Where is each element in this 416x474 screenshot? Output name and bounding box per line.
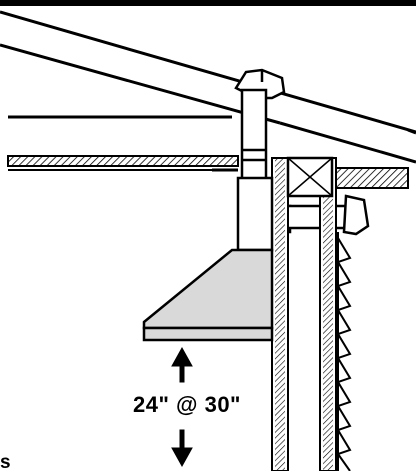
roof-rafter [0,10,416,164]
top-border [0,0,416,6]
clearance-arrow-up [171,346,193,383]
ceiling-joist [7,155,409,189]
wall-cap [342,194,370,236]
clearance-label: 24" @ 30" [133,392,241,417]
clearance-arrow-down [171,429,193,468]
hood-chimney [236,176,274,252]
partial-caption-text: s [0,452,11,473]
exterior-siding [336,232,352,471]
range-hood [142,248,274,342]
exterior-wall [271,156,337,471]
